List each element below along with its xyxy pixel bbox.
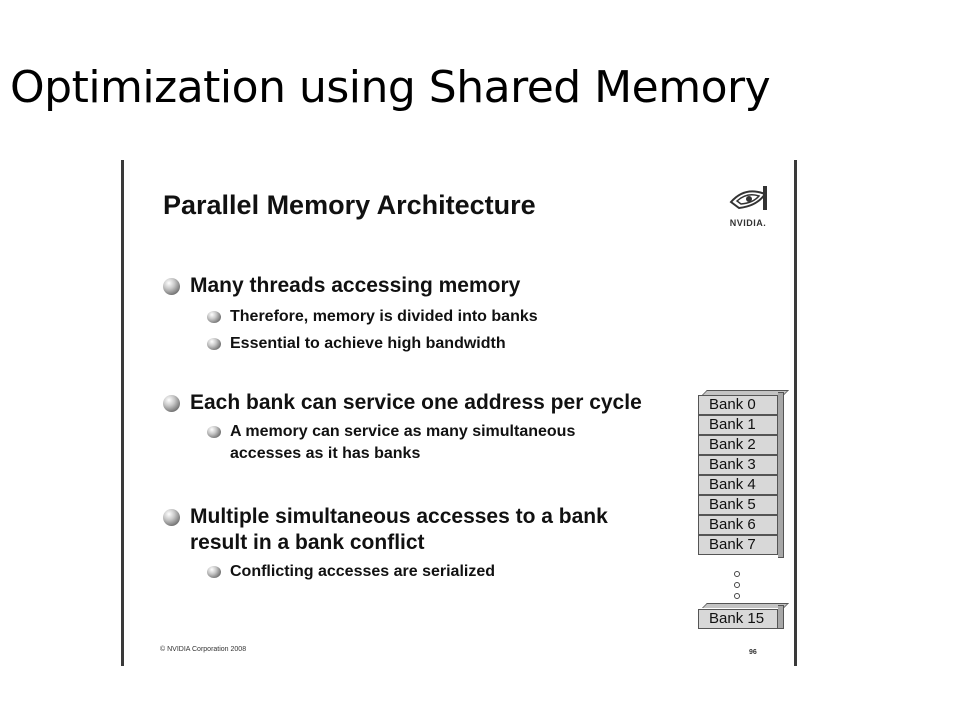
logo-wordmark: NVIDIA. xyxy=(729,218,767,228)
bullet-text-continued: result in a bank conflict xyxy=(190,531,425,554)
bank-2: Bank 2 xyxy=(698,435,778,455)
bullet-high-bandwidth: Essential to achieve high bandwidth xyxy=(207,333,506,355)
ellipsis-dot xyxy=(734,593,740,599)
copyright-footer: © NVIDIA Corporation 2008 xyxy=(160,646,247,653)
bullet-text: A memory can service as many simultaneou… xyxy=(230,423,576,440)
embedded-slide-title: Parallel Memory Architecture xyxy=(163,190,536,220)
bank-15-side xyxy=(778,605,784,629)
bank-5: Bank 5 xyxy=(698,495,778,515)
bullet-simultaneous: A memory can service as many simultaneou… xyxy=(207,421,575,465)
bullet-serialized: Conflicting accesses are serialized xyxy=(207,561,495,583)
bullet-text: Multiple simultaneous accesses to a bank xyxy=(190,505,608,528)
bullet-text-block: A memory can service as many simultaneou… xyxy=(230,421,575,465)
slide-title: Optimization using Shared Memory xyxy=(10,62,771,113)
bullet-bank-conflict: Multiple simultaneous accesses to a bank… xyxy=(163,504,608,556)
bullet-text-block: Multiple simultaneous accesses to a bank… xyxy=(190,504,608,556)
bullet-ball-icon xyxy=(207,426,221,438)
bank-6: Bank 6 xyxy=(698,515,778,535)
bank-15-top xyxy=(702,603,789,608)
bank-stack-side xyxy=(778,392,784,558)
bullet-ball-icon xyxy=(163,509,180,526)
bullet-text: Essential to achieve high bandwidth xyxy=(230,335,506,352)
bank-3: Bank 3 xyxy=(698,455,778,475)
nvidia-logo: NVIDIA. xyxy=(713,180,783,230)
bullet-text: Each bank can service one address per cy… xyxy=(190,391,642,414)
bank-1: Bank 1 xyxy=(698,415,778,435)
bank-0: Bank 0 xyxy=(698,395,778,415)
bullet-many-threads: Many threads accessing memory xyxy=(163,273,520,299)
ellipsis-dot xyxy=(734,571,740,577)
ellipsis-dot xyxy=(734,582,740,588)
bullet-divided-banks: Therefore, memory is divided into banks xyxy=(207,306,538,328)
bullet-ball-icon xyxy=(207,338,221,350)
bank-4: Bank 4 xyxy=(698,475,778,495)
bullet-ball-icon xyxy=(163,278,180,295)
bullet-text: Conflicting accesses are serialized xyxy=(230,563,496,580)
bullet-ball-icon xyxy=(207,311,221,323)
embedded-slide-image: Parallel Memory Architecture NVIDIA. Man… xyxy=(121,160,797,666)
bullet-text-continued: accesses as it has banks xyxy=(230,445,421,462)
bullet-ball-icon xyxy=(207,566,221,578)
bullet-ball-icon xyxy=(163,395,180,412)
bank-15: Bank 15 xyxy=(698,609,778,629)
page-number: 96 xyxy=(749,649,757,656)
nvidia-eye-icon xyxy=(729,186,767,210)
bullet-text: Therefore, memory is divided into banks xyxy=(230,308,538,325)
bullet-text: Many threads accessing memory xyxy=(190,274,521,297)
bank-7: Bank 7 xyxy=(698,535,778,555)
bullet-each-bank: Each bank can service one address per cy… xyxy=(163,390,642,416)
